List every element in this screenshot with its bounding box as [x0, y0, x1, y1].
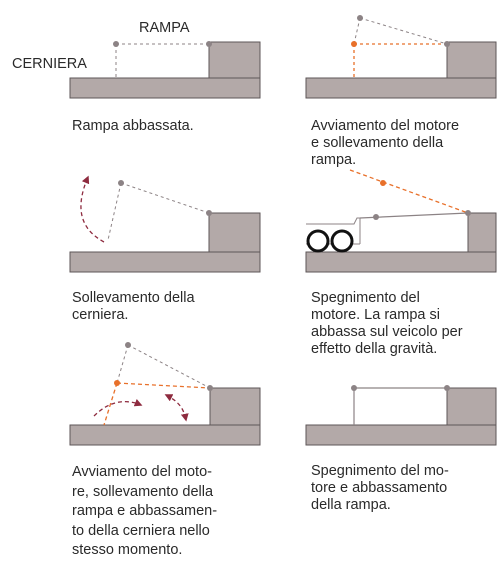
ground-slab	[69, 424, 261, 446]
ground-slab	[305, 424, 497, 446]
ramp-end-point	[206, 210, 212, 216]
panel-6-illustration	[305, 385, 497, 446]
ground-slab	[305, 251, 497, 273]
caption-line: Avviamento del moto-	[72, 464, 212, 480]
hinge-point	[351, 385, 357, 391]
ramp-raise-arrow	[93, 399, 143, 417]
ramp-end-point	[207, 385, 213, 391]
panel-1-illustration	[69, 41, 261, 99]
dock-block	[467, 212, 497, 253]
ground-slab	[69, 77, 261, 99]
ramp-line-orange	[349, 169, 469, 214]
ground-slab	[305, 77, 497, 99]
ground-slab	[69, 251, 261, 273]
hinge-point-raised	[357, 15, 363, 21]
hinge-point	[373, 214, 379, 220]
caption-line: Avviamento del motore	[311, 118, 460, 134]
caption-panel-1: Rampa abbassata.	[72, 118, 194, 135]
hinge-point	[113, 41, 119, 47]
caption-panel-3: Sollevamento della cerniera.	[72, 290, 195, 324]
vehicle-wheel-front	[306, 229, 330, 253]
caption-panel-2: Avviamento del motore e sollevamento del…	[311, 118, 459, 169]
dock-block	[208, 212, 261, 253]
ghost-support-line	[116, 344, 129, 384]
ramp-line-orange	[116, 382, 211, 389]
ramp-end-point	[444, 385, 450, 391]
caption-line: cerniera.	[72, 307, 129, 323]
ramp-end-point	[206, 41, 212, 47]
caption-line: motore. La rampa si	[311, 307, 440, 323]
caption-line: effetto della gravità.	[311, 341, 438, 357]
caption-panel-5: Avviamento del moto- re, sollevamento de…	[72, 463, 217, 561]
ghost-ramp-line	[127, 344, 211, 389]
hinge-point-orange	[114, 380, 120, 386]
hinge-point	[118, 180, 124, 186]
caption-line: Spegnimento del mo-	[311, 463, 449, 479]
caption-line: Spegnimento del	[311, 290, 420, 306]
hinge-point-orange	[380, 180, 386, 186]
dock-block	[446, 387, 497, 426]
caption-line: abbassa sul veicolo per	[311, 324, 463, 340]
raised-ramp-line	[359, 17, 448, 45]
caption-line: e sollevamento della	[311, 135, 444, 151]
panel-5-illustration	[69, 342, 261, 446]
support-line-orange	[103, 382, 118, 426]
dock-block	[209, 387, 261, 426]
vehicle-outline	[306, 217, 361, 244]
caption-line: to della cerniera nello	[72, 522, 210, 539]
caption-line: re, sollevamento della	[72, 483, 214, 500]
caption-line: Sollevamento della	[72, 290, 195, 306]
caption-line: stesso momento.	[72, 542, 183, 558]
hinge-support-line	[107, 182, 122, 241]
hinge-raise-arrow	[80, 175, 105, 243]
dock-block	[208, 41, 261, 79]
caption-line: rampa.	[311, 152, 357, 168]
caption-line: tore e abbassamento	[311, 480, 448, 496]
panel-3-illustration	[69, 175, 261, 273]
hinge-lower-arrow	[164, 394, 189, 422]
hinge-point-ghost	[125, 342, 131, 348]
dock-block	[446, 41, 497, 79]
caption-line: rampa e abbassamen-	[72, 503, 218, 519]
ramp-end-point	[444, 41, 450, 47]
ramp-line	[120, 182, 210, 214]
panel-2-illustration	[305, 15, 497, 99]
vehicle-wheel-rear	[330, 229, 354, 253]
caption-line: Rampa abbassata.	[72, 118, 194, 134]
ramp-end-point	[465, 210, 471, 216]
caption-panel-4: Spegnimento del motore. La rampa si abba…	[311, 290, 463, 358]
panel-4-illustration	[305, 169, 497, 273]
hinge-label: CERNIERA	[12, 56, 87, 72]
ghost-support-line	[353, 17, 361, 45]
ramp-label: RAMPA	[139, 20, 190, 36]
caption-panel-6: Spegnimento del mo- tore e abbassamento …	[311, 463, 449, 514]
hinge-point-orange	[351, 41, 357, 47]
caption-line: della rampa.	[311, 497, 391, 513]
